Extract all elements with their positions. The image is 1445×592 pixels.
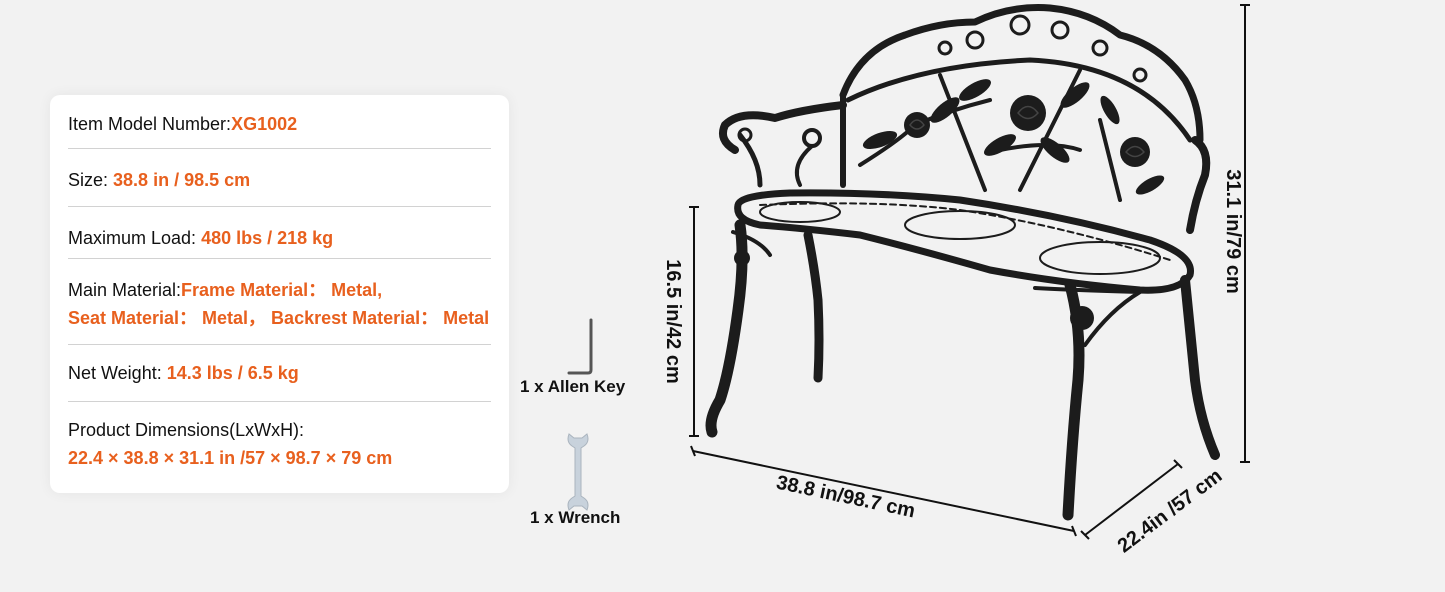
wrench-icon: [567, 433, 589, 511]
seat-height-dimension-label: 16.5 in/42 cm: [661, 259, 684, 384]
spec-material-value-2: Seat Material： Metal， Backrest Material：…: [68, 308, 490, 328]
allen-key-icon: [567, 318, 593, 375]
divider: [68, 148, 491, 149]
bench-image: [705, 4, 1220, 521]
spec-dimensions-label: Product Dimensions(LxWxH):: [68, 420, 305, 440]
divider: [68, 206, 491, 207]
spec-card: Item Model Number:XG1002 Size: 38.8 in /…: [50, 95, 509, 493]
allen-key-label: 1 x Allen Key: [520, 377, 626, 396]
divider: [68, 344, 491, 345]
spec-size: Size: 38.8 in / 98.5 cm: [68, 166, 491, 194]
spec-net-weight-label: Net Weight:: [68, 363, 167, 383]
spec-model: Item Model Number:XG1002: [68, 110, 491, 138]
spec-size-value: 38.8 in / 98.5 cm: [113, 170, 251, 190]
spec-material: Main Material:Frame Material： Metal, Sea…: [68, 276, 509, 332]
spec-material-value-1: Frame Material： Metal,: [181, 280, 383, 300]
spec-material-label: Main Material:: [68, 280, 182, 300]
spec-model-value: XG1002: [231, 114, 298, 134]
spec-dimensions: Product Dimensions(LxWxH): 22.4 × 38.8 ×…: [68, 416, 491, 472]
spec-max-load-value: 480 lbs / 218 kg: [201, 228, 334, 248]
spec-size-label: Size:: [68, 170, 114, 190]
divider: [68, 258, 491, 259]
spec-max-load-label: Maximum Load:: [68, 228, 202, 248]
spec-net-weight: Net Weight: 14.3 lbs / 6.5 kg: [68, 359, 491, 387]
wrench-label: 1 x Wrench: [530, 508, 621, 527]
spec-model-label: Item Model Number:: [68, 114, 232, 134]
height-dimension-label: 31.1 in/79 cm: [1221, 169, 1244, 294]
spec-net-weight-value: 14.3 lbs / 6.5 kg: [166, 363, 299, 383]
spec-max-load: Maximum Load: 480 lbs / 218 kg: [68, 224, 491, 252]
divider: [68, 401, 491, 402]
spec-dimensions-value: 22.4 × 38.8 × 31.1 in /57 × 98.7 × 79 cm: [68, 448, 393, 468]
